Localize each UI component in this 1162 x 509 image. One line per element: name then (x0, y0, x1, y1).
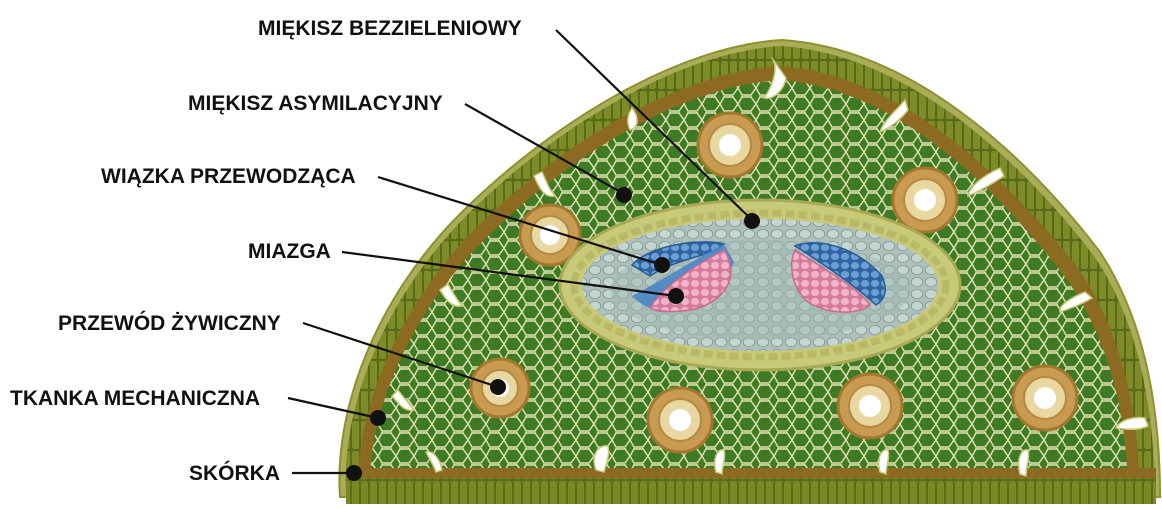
resin-duct (698, 113, 762, 177)
resin-duct (838, 374, 902, 438)
label-wiazka-przewodzaca: WIĄZKA PRZEWODZĄCA (101, 165, 356, 188)
leader-dot-tkanka-mechaniczna (370, 410, 386, 426)
label-miekisz-asymilacyjny: MIĘKISZ ASYMILACYJNY (188, 92, 443, 115)
leader-dot-miazga (668, 288, 684, 304)
label-miekisz-bezzieleniowy: MIĘKISZ BEZZIELENIOWY (258, 17, 522, 40)
label-tkanka-mechaniczna: TKANKA MECHANICZNA (10, 387, 260, 410)
leader-dot-miekisz-asymilacyjny (616, 187, 632, 203)
leader-dot-miekisz-bezzieleniowy (744, 213, 760, 229)
leader-dot-wiazka-przewodzaca (654, 257, 670, 273)
resin-duct (1013, 366, 1077, 430)
label-skorka: SKÓRKA (189, 461, 280, 485)
resin-duct (893, 168, 957, 232)
central-cylinder (560, 200, 960, 370)
label-przewod-zywiczny: PRZEWÓD ŻYWICZNY (58, 311, 281, 335)
leader-dot-skorka (346, 465, 362, 481)
resin-duct (648, 388, 712, 452)
label-miazga: MIAZGA (248, 240, 331, 263)
leader-dot-przewod-zywiczny (490, 379, 506, 395)
